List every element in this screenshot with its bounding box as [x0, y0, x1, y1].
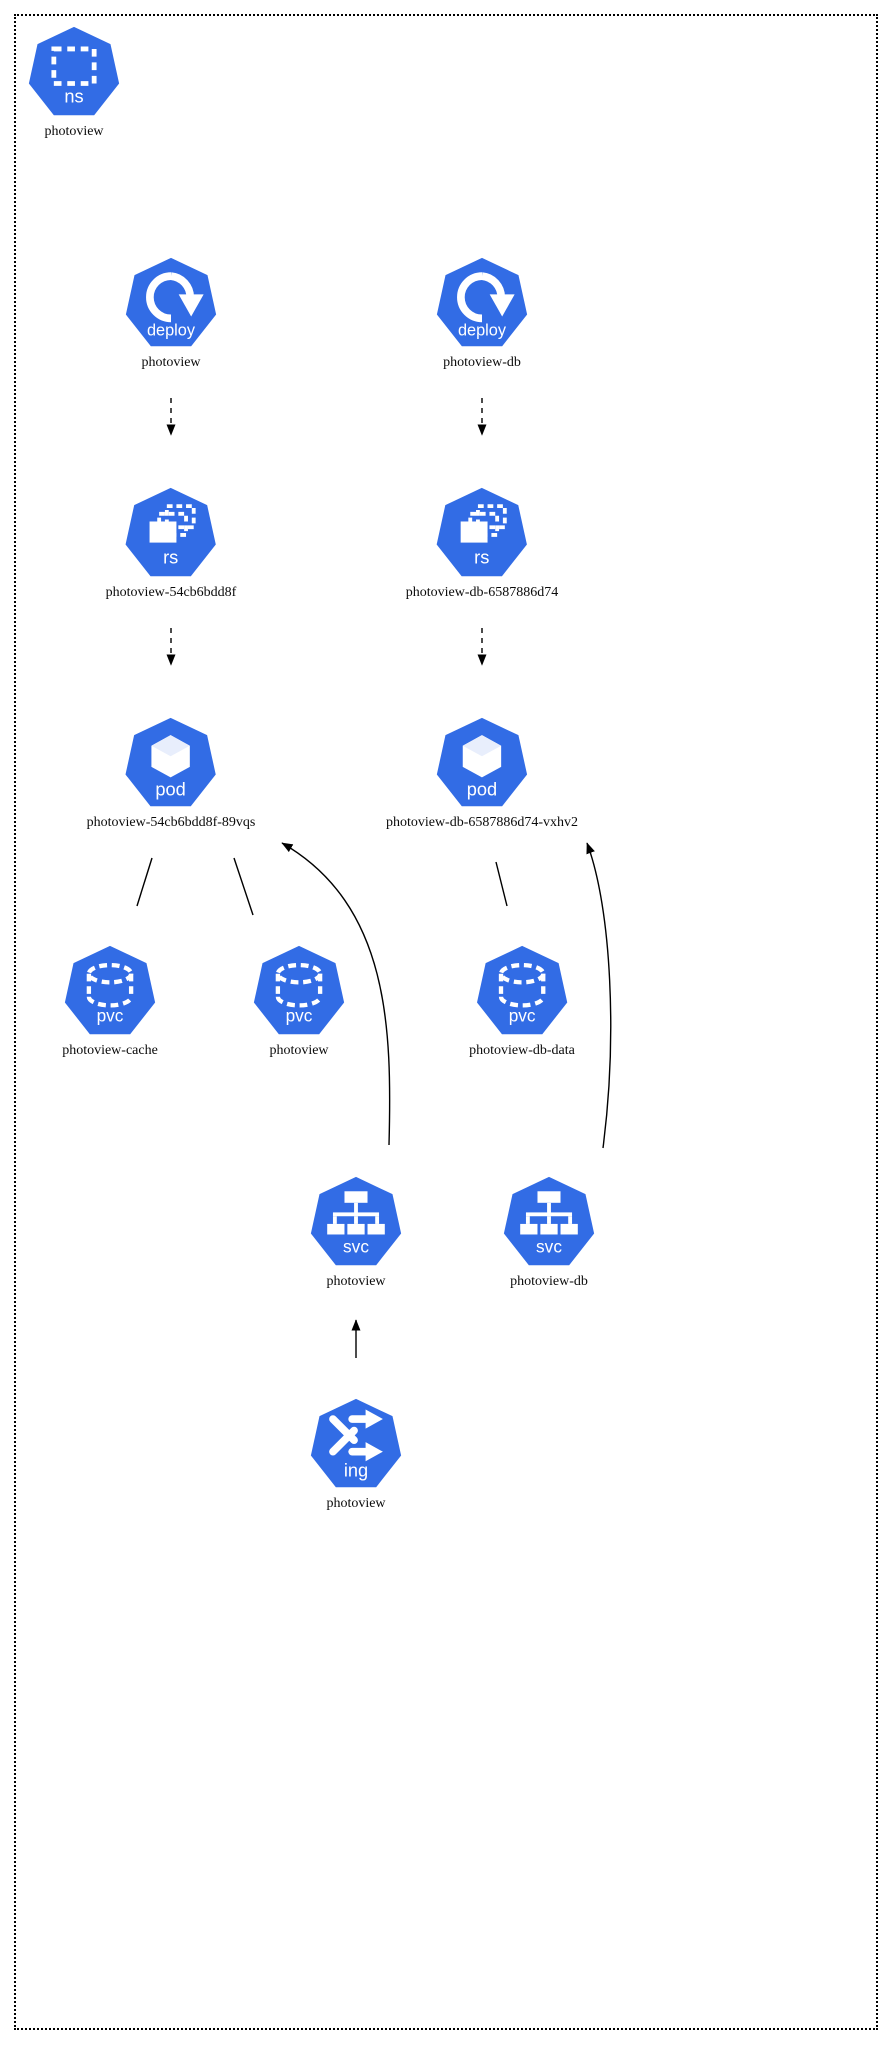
svg-text:pod: pod: [156, 779, 186, 800]
node-service-photoview-db[interactable]: svc photoview-db: [501, 1174, 597, 1289]
node-ingress-photoview[interactable]: ing photoview: [308, 1396, 404, 1511]
node-pod-photoview[interactable]: pod photoview-54cb6bdd8f-89vqs: [86, 715, 256, 830]
node-label: photoview-db: [510, 1274, 588, 1289]
svg-text:deploy: deploy: [458, 322, 507, 340]
node-service-photoview[interactable]: svc photoview: [308, 1174, 404, 1289]
svg-text:ing: ing: [344, 1460, 368, 1481]
svg-text:svc: svc: [343, 1237, 369, 1257]
node-deployment-photoview-db[interactable]: deploy photoview-db: [434, 255, 530, 370]
node-pvc-photoview-db-data[interactable]: pvc photoview-db-data: [469, 943, 575, 1058]
pvc-icon: pvc: [476, 945, 568, 1035]
node-namespace-photoview[interactable]: ns photoview: [26, 24, 122, 139]
namespace-boundary: [14, 14, 878, 2030]
node-label: photoview-db-6587886d74-vxhv2: [385, 815, 579, 830]
node-label: photoview: [141, 355, 201, 370]
service-icon: svc: [310, 1176, 402, 1266]
node-pod-photoview-db[interactable]: pod photoview-db-6587886d74-vxhv2: [386, 715, 578, 830]
svg-text:rs: rs: [163, 547, 178, 568]
node-deployment-photoview[interactable]: deploy photoview: [123, 255, 219, 370]
node-label: photoview-54cb6bdd8f-89vqs: [86, 815, 256, 830]
replicaset-icon: rs: [125, 487, 217, 577]
service-icon: svc: [503, 1176, 595, 1266]
svg-text:deploy: deploy: [147, 322, 196, 340]
node-label: photoview: [326, 1496, 386, 1511]
svg-text:pvc: pvc: [509, 1006, 536, 1026]
deployment-icon: deploy: [125, 257, 217, 347]
node-pvc-photoview[interactable]: pvc photoview: [251, 943, 347, 1058]
ingress-icon: ing: [310, 1398, 402, 1488]
node-label: photoview-db: [443, 355, 521, 370]
node-replicaset-photoview[interactable]: rs photoview-54cb6bdd8f: [105, 485, 237, 600]
svg-text:pod: pod: [467, 779, 497, 800]
svg-text:svc: svc: [536, 1237, 562, 1257]
node-replicaset-photoview-db[interactable]: rs photoview-db-6587886d74: [406, 485, 558, 600]
node-label: photoview-db-6587886d74: [405, 585, 559, 600]
svg-text:rs: rs: [474, 547, 489, 568]
node-label: photoview: [269, 1043, 329, 1058]
pvc-icon: pvc: [64, 945, 156, 1035]
deployment-icon: deploy: [436, 257, 528, 347]
node-label: photoview: [326, 1274, 386, 1289]
svg-text:ns: ns: [64, 86, 83, 107]
namespace-icon: ns: [28, 26, 120, 116]
svg-text:pvc: pvc: [286, 1006, 313, 1026]
node-label: photoview-54cb6bdd8f: [105, 585, 237, 600]
node-label: photoview-cache: [62, 1043, 158, 1058]
node-label: photoview: [44, 124, 104, 139]
replicaset-icon: rs: [436, 487, 528, 577]
pvc-icon: pvc: [253, 945, 345, 1035]
pod-icon: pod: [125, 717, 217, 807]
node-label: photoview-db-data: [469, 1043, 575, 1058]
pod-icon: pod: [436, 717, 528, 807]
svg-text:pvc: pvc: [97, 1006, 124, 1026]
node-pvc-photoview-cache[interactable]: pvc photoview-cache: [62, 943, 158, 1058]
